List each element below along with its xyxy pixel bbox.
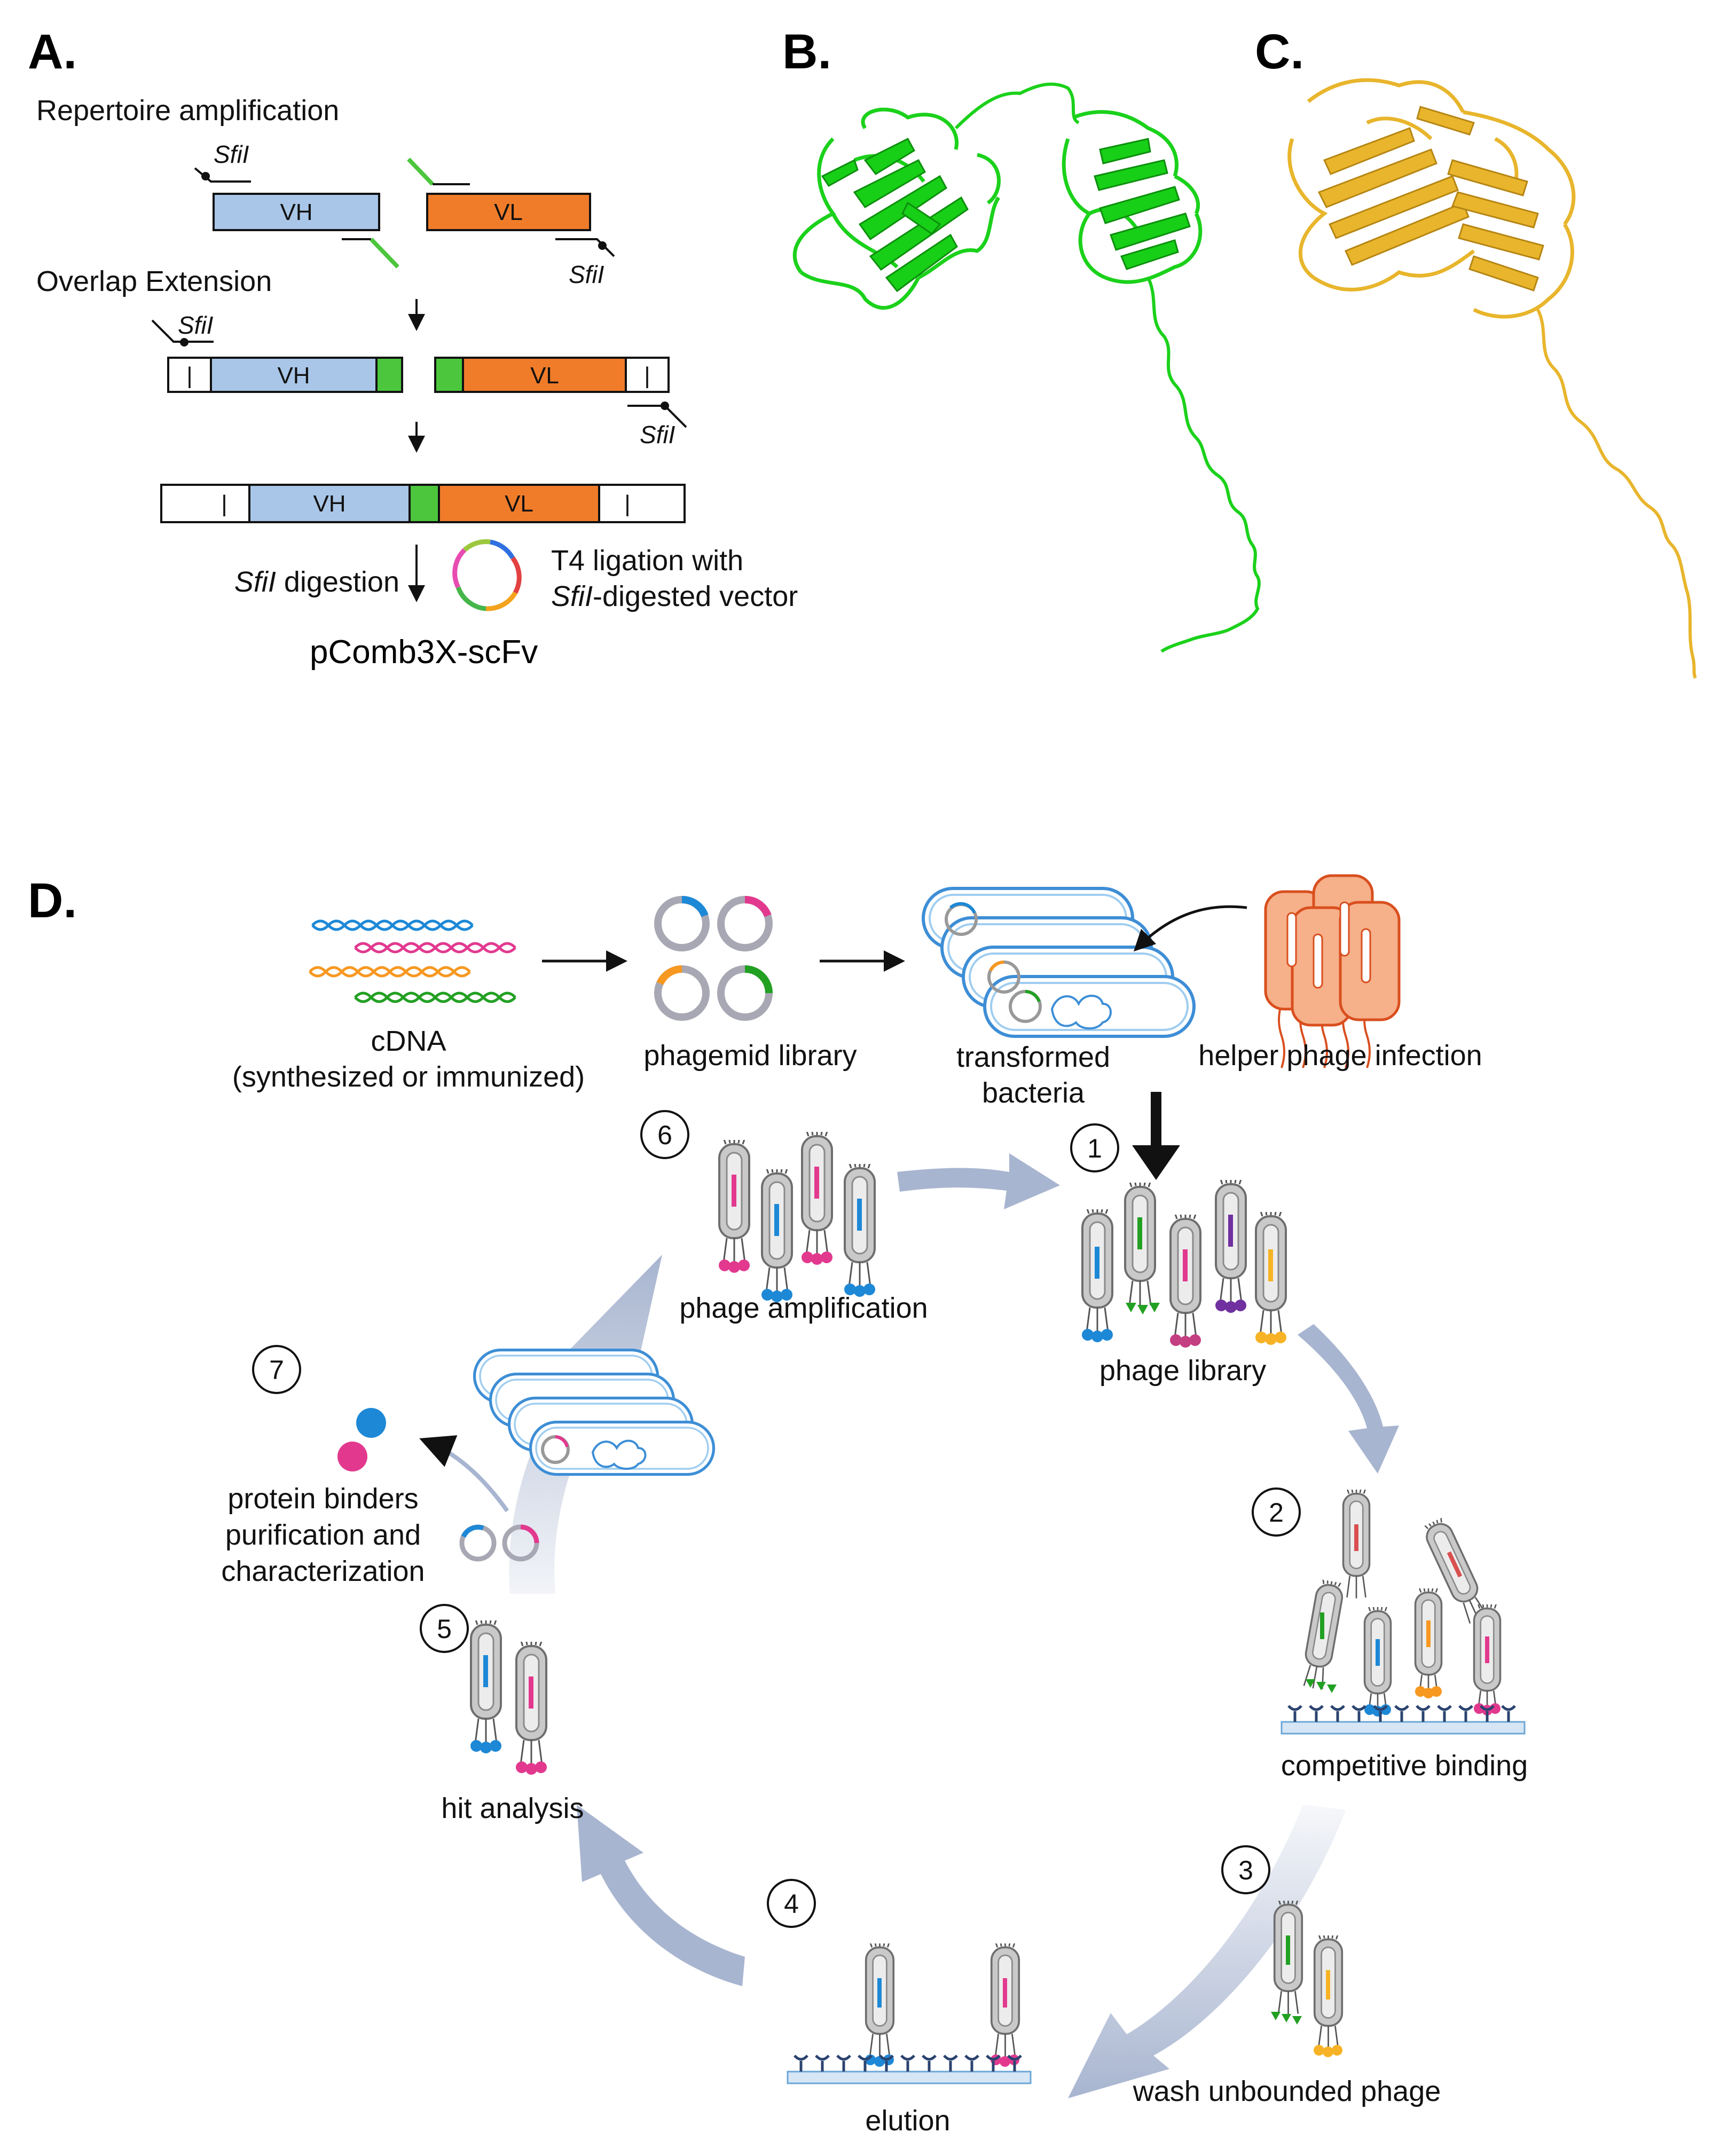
panel-d-letter: D. [28,873,77,928]
elution-surface [787,2055,1032,2084]
svg-text:5: 5 [437,1614,452,1644]
wash-phages [1271,1901,1344,2057]
binding-phages [1299,1490,1502,1717]
linker-segment [409,484,440,523]
ligation-line1: T4 ligation with [551,545,743,577]
svg-text:|: | [186,363,192,389]
svg-text:3: 3 [1238,1855,1253,1885]
primer-sfii-mid-left: SfiI [151,311,214,347]
library-phages [1081,1180,1287,1348]
elution-label: elution [865,2105,950,2137]
svg-text:2: 2 [1269,1498,1284,1528]
svg-text:6: 6 [657,1120,672,1150]
linker-primer [370,238,399,269]
repertoire-label: Repertoire amplification [36,95,339,127]
binder-pink-icon [337,1442,367,1471]
sfii-label: SfiI [640,421,675,448]
step-badge-7: 7 [252,1345,301,1394]
phagemid-plasmids-icon [654,895,773,1021]
step-badges: 6 1 7 2 5 3 4 [252,1110,1301,1928]
step-badge-5: 5 [420,1604,469,1653]
binder-blue-icon [356,1408,386,1438]
helper-phage-icon [1264,874,1401,1068]
linker-segment [375,357,403,393]
helper-phage-label: helper phage infection [1198,1040,1482,1072]
down-arrow-icon [1132,1092,1180,1180]
vl-label: VL [530,363,559,389]
transformed-label: transformed [956,1041,1110,1073]
binders-line2: purification and [225,1519,421,1551]
panel-b-structure [792,82,1261,653]
step-badge-6: 6 [640,1110,689,1159]
cdna-label: cDNA [371,1025,446,1057]
ligation-line2: SfiI-digested vector [551,580,798,612]
binders-line3: characterization [221,1555,425,1587]
vl-segment [426,193,591,231]
svg-text:1: 1 [1087,1134,1102,1163]
primer-sfii-top-left: SfiI [194,140,251,183]
wash-label: wash unbounded phage [1133,2075,1441,2107]
panel-b-letter: B. [782,25,831,79]
vh-label: VH [277,363,310,389]
hit-analysis-label: hit analysis [441,1792,584,1824]
panel-c-structure [1287,78,1697,679]
vh-segment [213,193,380,231]
bacteria-label: bacteria [982,1077,1085,1109]
panel-a-letter: A. [28,25,77,79]
primer-sfii-top-right: SfiI [555,238,615,288]
amplification-phages [718,1132,876,1302]
vl-label: VL [505,491,533,517]
svg-text:4: 4 [784,1889,799,1919]
primer-sfii-mid-right: SfiI [627,402,687,448]
sfii-label: SfiI [214,140,249,168]
step-badge-4: 4 [767,1879,816,1928]
panel-a: Repertoire amplification SfiI VH VL SfiI… [36,95,798,671]
linker-primer [407,158,434,186]
hit-plasmids-icon [459,1524,539,1562]
svg-text:7: 7 [269,1355,284,1385]
linker-segment [434,357,464,393]
binder-arrow [419,1435,509,1513]
cdna-sublabel: (synthesized or immunized) [232,1061,585,1093]
digestion-label: SfiI digestion [234,566,399,598]
svg-text:|: | [644,363,650,389]
binders-line1: protein binders [227,1483,418,1515]
vh-segment [210,357,378,393]
vh-label: VH [280,199,312,225]
overlap-label: Overlap Extension [36,265,272,297]
sfii-label: SfiI [178,311,214,339]
vh-label: VH [313,491,345,517]
panel-c-letter: C. [1255,25,1304,79]
plasmid-vector-icon [452,539,522,611]
step-badge-3: 3 [1221,1845,1270,1894]
svg-text:|: | [624,491,630,517]
cdna-helices-icon [309,919,516,1003]
sfii-label: SfiI [569,261,604,288]
elution-phages [865,1943,1020,2067]
step-badge-1: 1 [1070,1123,1119,1172]
binding-surface [1281,1705,1526,1735]
svg-text:|: | [221,491,227,517]
transformed-bacteria-icon [923,888,1194,1036]
phage-library-label: phage library [1099,1355,1266,1387]
phagemid-library-label: phagemid library [643,1040,857,1072]
panel-d: cDNA (synthesized or immunized) phagemid… [221,874,1528,2137]
phage-amplification-label: phage amplification [679,1292,928,1324]
hit-phages [470,1620,547,1775]
vl-segment [462,357,627,393]
product-label: pComb3X-scFv [310,634,538,671]
competitive-binding-label: competitive binding [1281,1750,1528,1782]
step-badge-2: 2 [1252,1487,1301,1537]
vl-label: VL [494,199,523,225]
amplification-bacteria-icon [475,1350,714,1475]
